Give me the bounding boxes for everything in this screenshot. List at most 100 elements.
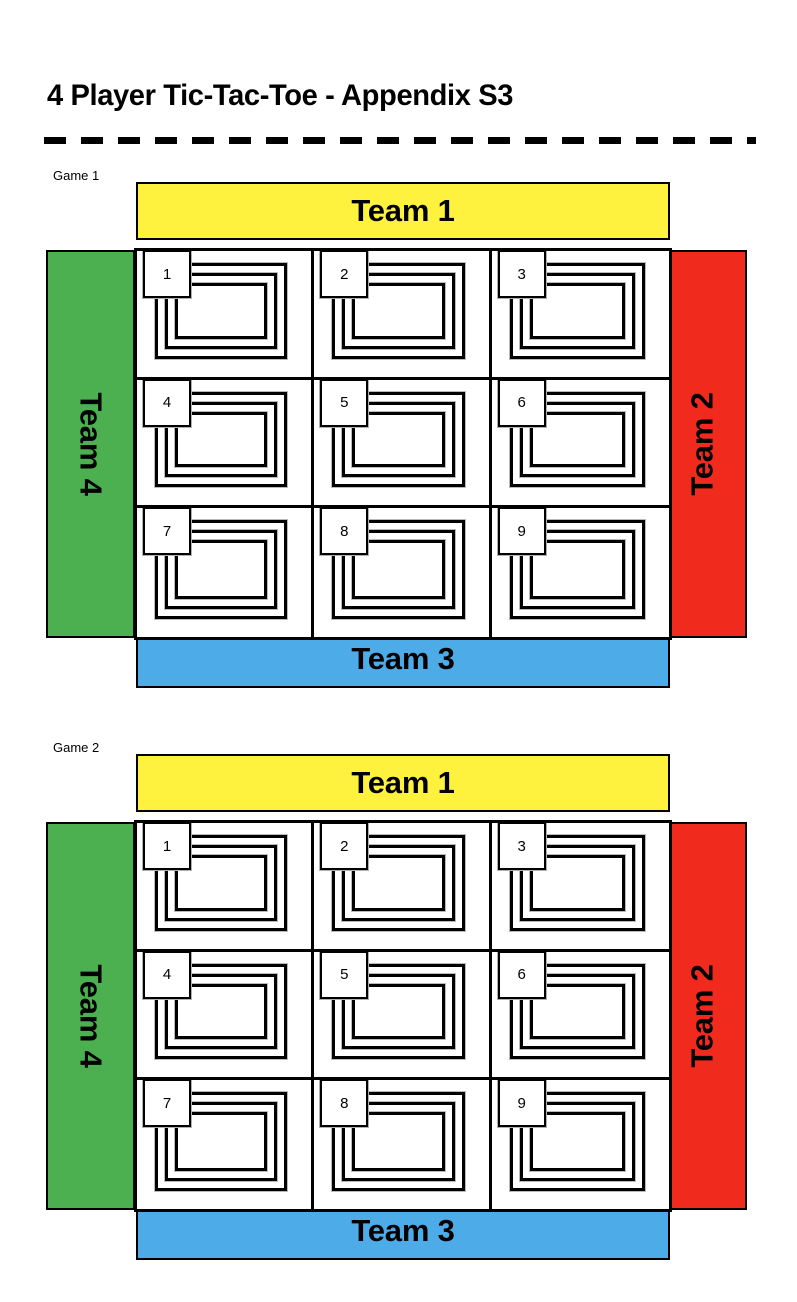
cell-number-badge: 6 xyxy=(496,951,547,1000)
nested-rect-outer xyxy=(508,519,646,620)
cell-number-badge: 9 xyxy=(496,1080,547,1129)
nested-rect-inner xyxy=(528,1111,626,1172)
nested-rect-inner xyxy=(173,539,269,600)
nested-rect-middle xyxy=(341,272,456,350)
grid-cell[interactable]: 6 xyxy=(491,951,669,1081)
tic-tac-toe-grid: 1 2 3 4 xyxy=(134,248,672,640)
nested-rect-middle xyxy=(341,1101,456,1182)
nested-rect-inner xyxy=(351,982,446,1041)
grid-cell[interactable]: 7 xyxy=(137,508,315,637)
nested-rect-outer xyxy=(331,519,466,620)
nested-rect-middle xyxy=(341,972,456,1051)
grid-cell[interactable]: 1 xyxy=(137,823,315,952)
nested-rect-inner xyxy=(173,410,269,469)
grid-cell[interactable]: 2 xyxy=(314,823,492,952)
cell-number-badge: 1 xyxy=(142,251,192,299)
team-band-right-label: Team 2 xyxy=(684,964,720,1068)
nested-rect-outer xyxy=(331,834,466,932)
grid-cell[interactable]: 5 xyxy=(314,379,492,509)
grid-cell[interactable]: 7 xyxy=(137,1080,315,1209)
grid-cell[interactable]: 8 xyxy=(314,1080,492,1209)
team-band-right: Team 2 xyxy=(658,822,747,1210)
team-band-bottom-label: Team 3 xyxy=(351,1213,455,1248)
nested-rect-inner xyxy=(173,1111,269,1172)
nested-rect-inner xyxy=(173,982,269,1041)
nested-rect-middle xyxy=(163,272,279,350)
dashed-divider xyxy=(44,137,756,144)
nested-rect-middle xyxy=(341,529,456,610)
grid-cell[interactable]: 2 xyxy=(314,251,492,380)
nested-rect-inner xyxy=(528,982,626,1041)
nested-rect-outer xyxy=(153,519,289,620)
team-band-left: Team 4 xyxy=(46,822,135,1210)
nested-rect-middle xyxy=(341,400,456,479)
nested-rect-outer xyxy=(508,834,646,932)
nested-rect-middle xyxy=(518,1101,636,1182)
cell-number-badge: 7 xyxy=(142,508,192,557)
cell-number-badge: 1 xyxy=(142,823,192,871)
grid-cell[interactable]: 9 xyxy=(491,508,669,637)
grid-cell[interactable]: 4 xyxy=(137,379,315,509)
cell-number-badge: 5 xyxy=(319,379,370,428)
cell-number-badge: 2 xyxy=(319,823,370,871)
nested-rect-outer xyxy=(331,1091,466,1192)
cell-number-badge: 6 xyxy=(496,379,547,428)
team-band-left: Team 4 xyxy=(46,250,135,638)
nested-rect-middle xyxy=(163,844,279,922)
nested-rect-outer xyxy=(508,390,646,489)
grid-cell[interactable]: 4 xyxy=(137,951,315,1081)
team-band-top-label: Team 1 xyxy=(351,765,455,800)
game-label: Game 2 xyxy=(53,740,100,755)
nested-rect-middle xyxy=(518,529,636,610)
nested-rect-outer xyxy=(508,262,646,360)
nested-rect-middle xyxy=(518,272,636,350)
cell-number-badge: 3 xyxy=(496,251,547,299)
nested-rect-inner xyxy=(351,282,446,340)
nested-rect-outer xyxy=(153,962,289,1061)
grid-cell[interactable]: 3 xyxy=(491,251,669,380)
nested-rect-inner xyxy=(528,854,626,912)
nested-rect-outer xyxy=(331,262,466,360)
team-band-left-label: Team 4 xyxy=(73,964,109,1068)
game-board: Team 1 Team 4 Team 2 Team 3 1 2 xyxy=(0,754,747,1294)
team-band-left-label: Team 4 xyxy=(73,392,109,496)
nested-rect-outer xyxy=(508,1091,646,1192)
nested-rect-middle xyxy=(518,400,636,479)
grid-cell[interactable]: 1 xyxy=(137,251,315,380)
nested-rect-middle xyxy=(518,972,636,1051)
nested-rect-middle xyxy=(163,400,279,479)
grid-cell[interactable]: 3 xyxy=(491,823,669,952)
nested-rect-inner xyxy=(351,410,446,469)
nested-rect-middle xyxy=(518,844,636,922)
cell-number-badge: 8 xyxy=(319,1080,370,1129)
nested-rect-outer xyxy=(331,962,466,1061)
page-title: 4 Player Tic-Tac-Toe - Appendix S3 xyxy=(47,79,514,112)
cell-number-badge: 8 xyxy=(319,508,370,557)
nested-rect-inner xyxy=(173,282,269,340)
nested-rect-outer xyxy=(153,834,289,932)
tic-tac-toe-grid: 1 2 3 4 xyxy=(134,820,672,1212)
nested-rect-outer xyxy=(153,262,289,360)
cell-number-badge: 4 xyxy=(142,951,192,1000)
grid-cell[interactable]: 8 xyxy=(314,508,492,637)
cell-number-badge: 4 xyxy=(142,379,192,428)
team-band-top: Team 1 xyxy=(136,182,670,240)
nested-rect-outer xyxy=(153,1091,289,1192)
grid-cell[interactable]: 6 xyxy=(491,379,669,509)
nested-rect-outer xyxy=(331,390,466,489)
nested-rect-inner xyxy=(351,854,446,912)
game-label: Game 1 xyxy=(53,168,100,183)
cell-number-badge: 7 xyxy=(142,1080,192,1129)
grid-cell[interactable]: 9 xyxy=(491,1080,669,1209)
team-band-top-label: Team 1 xyxy=(351,193,455,228)
nested-rect-middle xyxy=(163,529,279,610)
team-band-top: Team 1 xyxy=(136,754,670,812)
team-band-right-label: Team 2 xyxy=(684,392,720,496)
nested-rect-middle xyxy=(163,1101,279,1182)
nested-rect-middle xyxy=(341,844,456,922)
nested-rect-outer xyxy=(508,962,646,1061)
nested-rect-middle xyxy=(163,972,279,1051)
grid-cell[interactable]: 5 xyxy=(314,951,492,1081)
nested-rect-inner xyxy=(528,410,626,469)
nested-rect-inner xyxy=(351,539,446,600)
